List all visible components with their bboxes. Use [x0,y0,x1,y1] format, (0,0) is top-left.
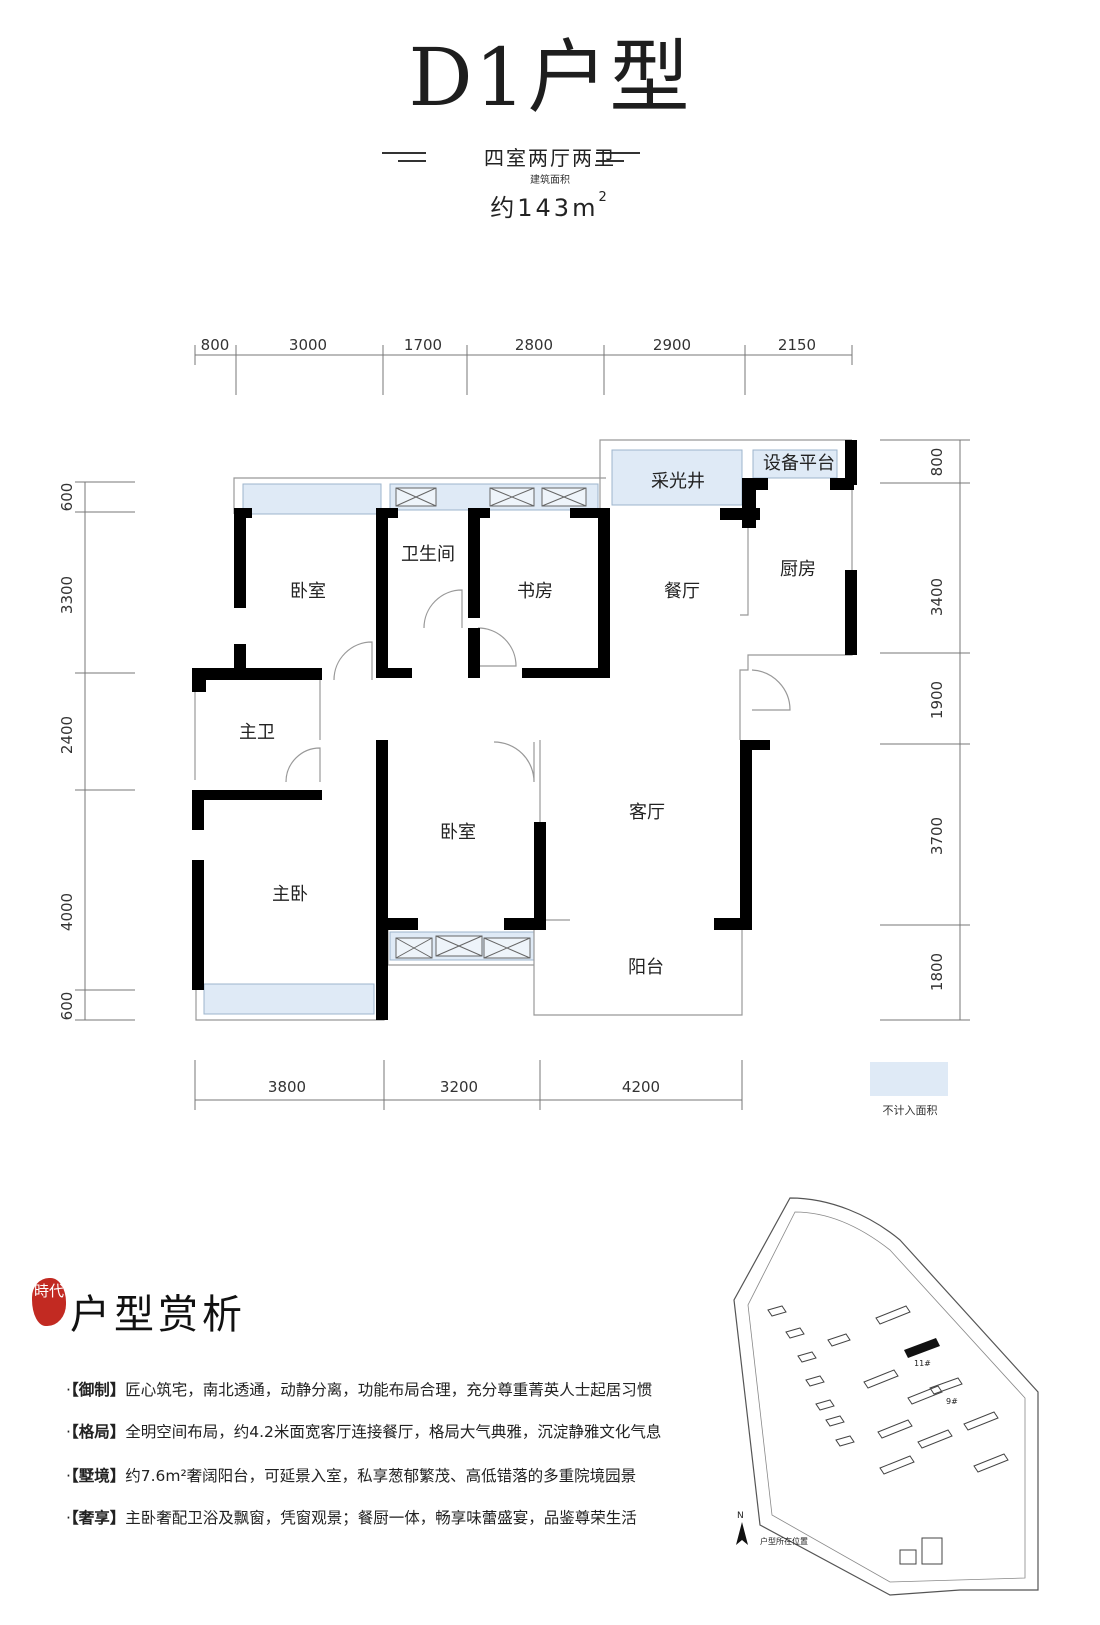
bay-window-south [203,983,375,1015]
room-master-bath: 主卫 [239,722,275,743]
dim-right-3: 1900 [928,681,946,719]
dim-top-3: 1700 [404,336,442,354]
room-kitchen: 厨房 [780,559,816,580]
building-label-11: 11# [914,1359,931,1368]
dimension-lines [75,345,970,1110]
room-living: 客厅 [629,802,665,823]
room-bedroom-north: 卧室 [290,581,326,602]
room-master-bedroom: 主卧 [272,884,308,905]
feature-tag: 【奢享】 [70,1509,126,1527]
dim-left-2: 3300 [58,576,76,614]
dim-bottom-2: 3200 [440,1078,478,1096]
dim-right-2: 3400 [928,578,946,616]
dim-right-5: 1800 [928,953,946,991]
dim-top-5: 2900 [653,336,691,354]
legend-note: 不计入面积 [882,1104,938,1117]
feature-tag: 【御制】 [70,1381,126,1399]
doors [285,589,791,783]
room-study: 书房 [517,581,553,602]
area-superscript: 2 [598,190,610,205]
site-buildings [767,1305,1009,1565]
dim-right-1: 800 [928,448,946,477]
feature-text: 全明空间布局，约4.2米面宽客厅连接餐厅，格局大气典雅，沉淀静雅文化气息 [125,1423,662,1441]
area-label: 建筑面积 [530,175,570,186]
feature-tag: 【格局】 [70,1423,126,1441]
dim-bottom-1: 3800 [268,1078,306,1096]
dim-left-5: 600 [58,992,76,1021]
dim-right-4: 3700 [928,817,946,855]
dim-left-4: 4000 [58,893,76,931]
room-equipment-platform: 设备平台 [763,453,835,474]
section-title: 户型赏析 [70,1292,246,1338]
dim-bottom-3: 4200 [622,1078,660,1096]
plan-title: D1户型 [408,31,692,124]
north-label: N [737,1511,744,1521]
windows [395,487,587,959]
area-value: 约143m2 [0,188,1100,223]
room-bathroom: 卫生间 [401,544,455,565]
area-prefix: 约 [490,194,518,222]
dim-top-6: 2150 [778,336,816,354]
feature-item: ·【奢享】主卧奢配卫浴及飘窗，凭窗观景；餐厨一体，畅享味蕾盛宴，品鉴尊荣生活 [66,1509,637,1527]
ornament-line-right [596,152,640,154]
dim-top-1: 800 [201,336,230,354]
location-label: 户型所在位置 [760,1536,808,1546]
room-light-well: 采光井 [651,471,705,492]
building-label-9: 9# [946,1397,958,1406]
walls [192,440,857,1020]
feature-item: ·【格局】全明空间布局，约4.2米面宽客厅连接餐厅，格局大气典雅，沉淀静雅文化气… [66,1423,662,1441]
floor-plan: 800 3000 1700 2800 2900 2150 3800 3200 4… [58,336,970,1110]
room-balcony: 阳台 [628,957,664,978]
dim-left-3: 2400 [58,716,76,754]
site-boundary [733,1197,1039,1596]
area-number: 143m [517,194,599,222]
highlighted-building [904,1338,940,1358]
equipment-zone [752,449,838,479]
ornament-line-left [382,152,426,154]
legend-swatch [870,1062,948,1096]
north-arrow-icon [736,1522,748,1545]
feature-tag: 【墅境】 [70,1467,126,1485]
ornament-line-left-2 [398,160,426,162]
dim-top-4: 2800 [515,336,553,354]
room-bedroom-center: 卧室 [440,822,476,843]
bay-window-north [242,483,382,515]
feature-item: ·【墅境】约7.6m²奢阔阳台，可延景入室，私享葱郁繁茂、高低错落的多重院境园景 [66,1467,637,1485]
layout-subtitle: 四室两厅两卫 [484,146,616,170]
room-dining: 餐厅 [664,581,700,602]
feature-text: 匠心筑宅，南北透通，动静分离，功能布局合理，充分尊重菁英人士起居习惯 [125,1381,653,1399]
feature-text: 约7.6m²奢阔阳台，可延景入室，私享葱郁繁茂、高低错落的多重院境园景 [125,1467,637,1485]
brand-seal: 時代 [32,1278,66,1326]
feature-text: 主卧奢配卫浴及飘窗，凭窗观景；餐厨一体，畅享味蕾盛宴，品鉴尊荣生活 [125,1509,637,1527]
feature-item: ·【御制】匠心筑宅，南北透通，动静分离，功能布局合理，充分尊重菁英人士起居习惯 [66,1381,653,1399]
dim-left-1: 600 [58,483,76,512]
ornament-line-right-2 [596,160,624,162]
dim-top-2: 3000 [289,336,327,354]
